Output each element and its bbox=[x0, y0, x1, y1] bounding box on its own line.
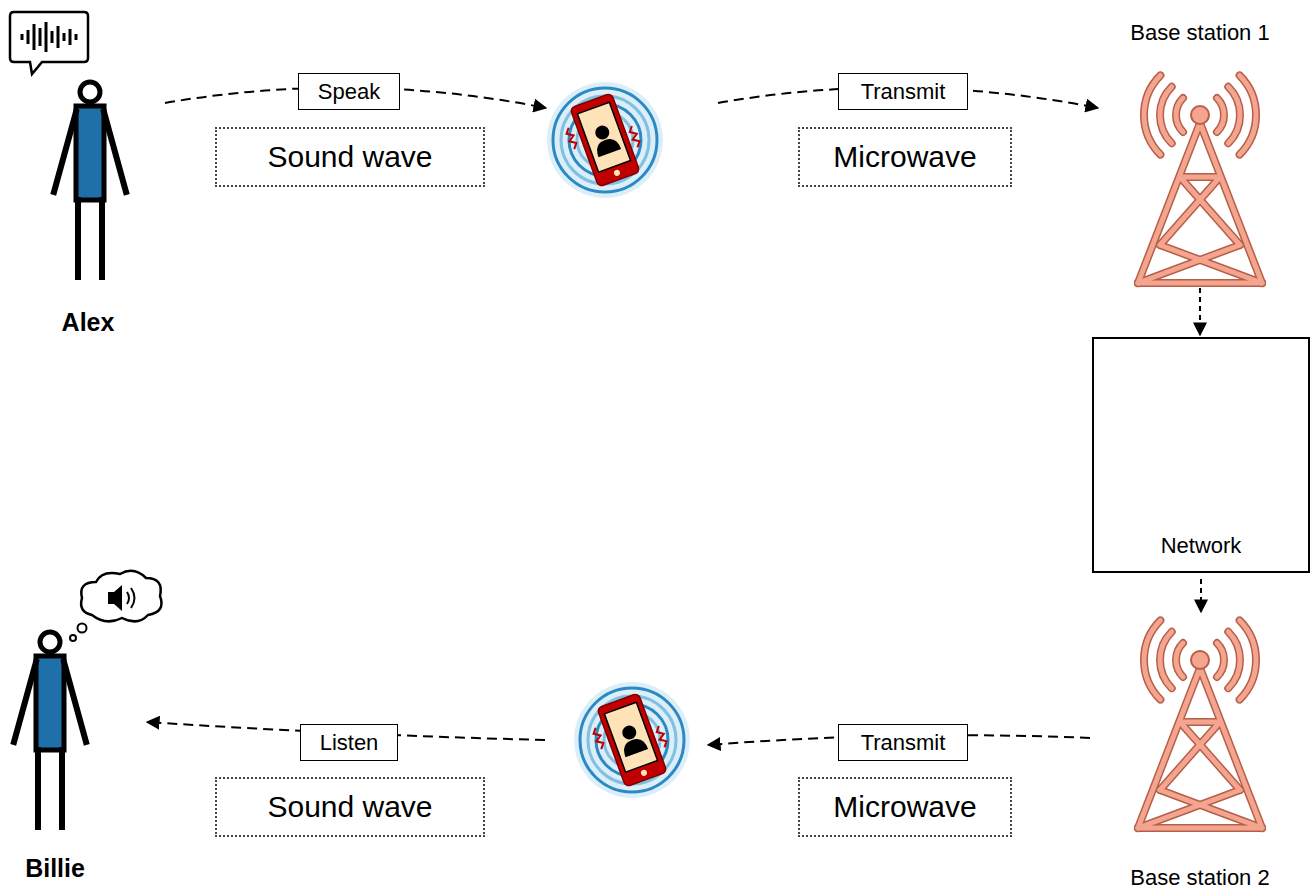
flow-connector bbox=[1200, 579, 1202, 612]
step-label-box: Transmit bbox=[838, 724, 968, 761]
node-text: Microwave bbox=[833, 790, 976, 824]
base-station-tower bbox=[1138, 75, 1262, 283]
person-figure bbox=[54, 82, 126, 277]
base-station-tower bbox=[1138, 620, 1262, 828]
person-name: Billie bbox=[25, 854, 85, 883]
medium-label-box: Sound wave bbox=[215, 777, 485, 837]
node-text: Transmit bbox=[861, 79, 946, 105]
network-box: Network bbox=[1092, 337, 1310, 573]
node-text: Listen bbox=[320, 730, 379, 756]
node-text: Microwave bbox=[833, 140, 976, 174]
node-text: Network bbox=[1161, 533, 1242, 559]
medium-label-box: Microwave bbox=[798, 127, 1012, 187]
person-name: Alex bbox=[62, 308, 115, 337]
flow-connector bbox=[1199, 288, 1201, 335]
node-text: Sound wave bbox=[267, 140, 432, 174]
step-label-box: Speak bbox=[298, 73, 400, 110]
thought-bubble bbox=[70, 571, 162, 641]
medium-label-box: Sound wave bbox=[215, 127, 485, 187]
node-text: Transmit bbox=[861, 730, 946, 756]
node-text: Sound wave bbox=[267, 790, 432, 824]
phone-icon bbox=[547, 82, 663, 198]
base-station: Base station 2 bbox=[1112, 614, 1288, 893]
node-text: Base station 1 bbox=[1130, 20, 1269, 46]
base-station: Base station 1 bbox=[1112, 20, 1288, 282]
person-figure bbox=[14, 632, 86, 827]
medium-label-box: Microwave bbox=[798, 777, 1012, 837]
node-text: Speak bbox=[318, 79, 380, 105]
speech-bubble bbox=[10, 12, 88, 74]
phone-icon bbox=[574, 682, 690, 798]
step-label-box: Listen bbox=[300, 724, 398, 761]
node-text: Base station 2 bbox=[1130, 865, 1269, 891]
step-label-box: Transmit bbox=[838, 73, 968, 110]
